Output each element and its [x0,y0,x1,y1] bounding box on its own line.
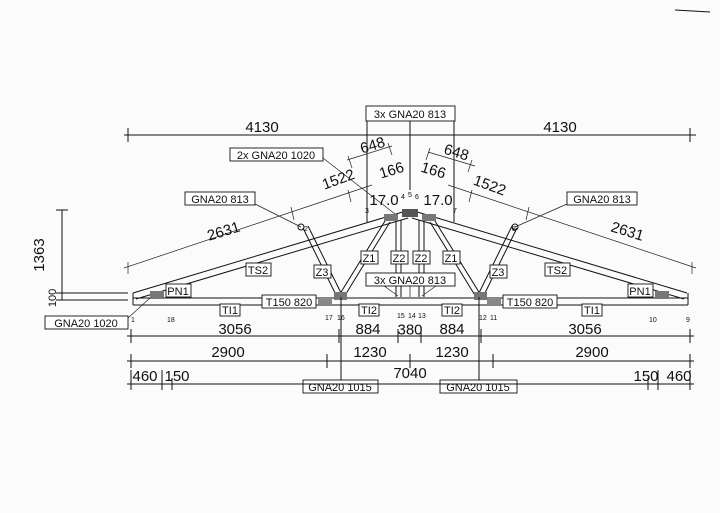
callout-bottom-right: GNA20 1015 [446,382,510,394]
dimension-label: 11 [490,315,497,322]
dim-648-right: 648 [442,141,471,165]
dim-1522-right: 1522 [471,172,508,199]
dimension-label: 18 [167,317,175,324]
dimension-label: 14 [408,313,416,320]
dimension-label: 5 [408,192,412,199]
dim-648-left: 648 [358,134,387,158]
dimension-label: 9 [686,317,690,324]
dimension-label: 2 [304,226,308,233]
slope-dimensions-left: 2631 1522 648 166 17.0 [123,134,406,274]
member-pn1-left: PN1 [167,286,188,298]
dimension-label: 4 [401,194,405,201]
dim-top-right: 4130 [543,119,576,136]
dimension-label: 8 [512,226,516,233]
callout-left-support: GNA20 1020 [54,318,118,330]
dim-166-right: 166 [419,159,448,183]
dim-2631-left: 2631 [205,219,242,245]
dimension-label: 460 [666,368,691,385]
dimension-label: 150 [164,368,189,385]
dim-height: 1363 [31,238,48,271]
dimension-label: 150 [633,368,658,385]
member-pn1-right: PN1 [629,286,650,298]
member-ti2-right: TI2 [444,305,460,317]
member-z3-left: Z3 [316,267,329,279]
dim-eave: 100 [47,289,59,307]
angle-left: 17.0 [369,192,398,209]
dimension-label: 13 [418,313,426,320]
member-z3-right: Z3 [492,267,505,279]
member-t150-left: T150 820 [266,297,312,309]
member-t150-right: T150 820 [507,297,553,309]
callouts: 2x GNA20 1020 GNA20 813 GNA20 813 3x GNA… [44,147,638,394]
corner-mark [674,9,711,13]
member-z2-left: Z2 [393,253,406,265]
callout-bottom-left: GNA20 1015 [308,382,372,394]
dimension-label: 2900 [211,344,244,361]
dimension-label: 1230 [435,344,468,361]
member-z1-right: Z1 [445,253,458,265]
height-dimensions: 1363 100 [31,209,128,307]
member-ti1-left: TI1 [222,305,238,317]
member-ts2-left: TS2 [248,265,268,277]
dim-top-left: 4130 [245,119,278,136]
member-z1-left: Z1 [363,253,376,265]
dimension-row-2: 2900 1230 1230 2900 [127,344,694,368]
dimension-label: 7 [453,208,457,215]
dimension-label: 3 [365,208,369,215]
angle-right: 17.0 [423,192,452,209]
dimension-label: 15 [397,313,405,320]
member-labels: TS2 TS2 Z3 Z1 Z2 Z2 Z1 Z3 PN1 PN1 T150 8… [165,250,654,317]
member-ts2-right: TS2 [547,265,567,277]
dimension-label: 1 [131,317,135,324]
member-ti1-right: TI1 [584,305,600,317]
connector-plates [150,209,669,304]
member-z2-right: Z2 [415,253,428,265]
dimension-label: 12 [479,315,487,322]
dimension-label: 380 [397,322,422,339]
dimension-label: 3056 [568,321,601,338]
dimension-label: 10 [649,317,657,324]
dim-166-left: 166 [377,159,406,183]
callout-apex-left: 2x GNA20 1020 [237,150,315,162]
dimension-label: 16 [337,315,345,322]
dimension-label: 460 [132,368,157,385]
dimension-label: 17 [325,315,333,322]
dimension-row-3: 460 150 7040 150 460 [127,365,694,390]
dimension-label: 2900 [575,344,608,361]
dimension-label: 1230 [353,344,386,361]
slope-dimensions-right: 2631 1522 648 166 17.0 [419,141,697,274]
dimension-label: 884 [439,321,464,338]
dimension-label: 884 [355,321,380,338]
member-ti2-left: TI2 [361,305,377,317]
dimension-label: 7040 [393,365,426,382]
node-numbers: 1 2 3 4 5 6 7 8 9 10 11 12 13 14 15 16 1… [131,192,690,324]
callout-left-web: GNA20 813 [191,194,248,206]
callout-center-bottom: 3x GNA20 813 [374,275,446,287]
callout-right-web: GNA20 813 [573,194,630,206]
callout-top-connector-text: 3x GNA20 813 [374,109,446,121]
callout-top-connector [365,105,456,122]
dimension-row-1: 3056 884 380 884 3056 [127,321,694,343]
dimension-label: 6 [415,194,419,201]
dimension-label: 3056 [218,321,251,338]
